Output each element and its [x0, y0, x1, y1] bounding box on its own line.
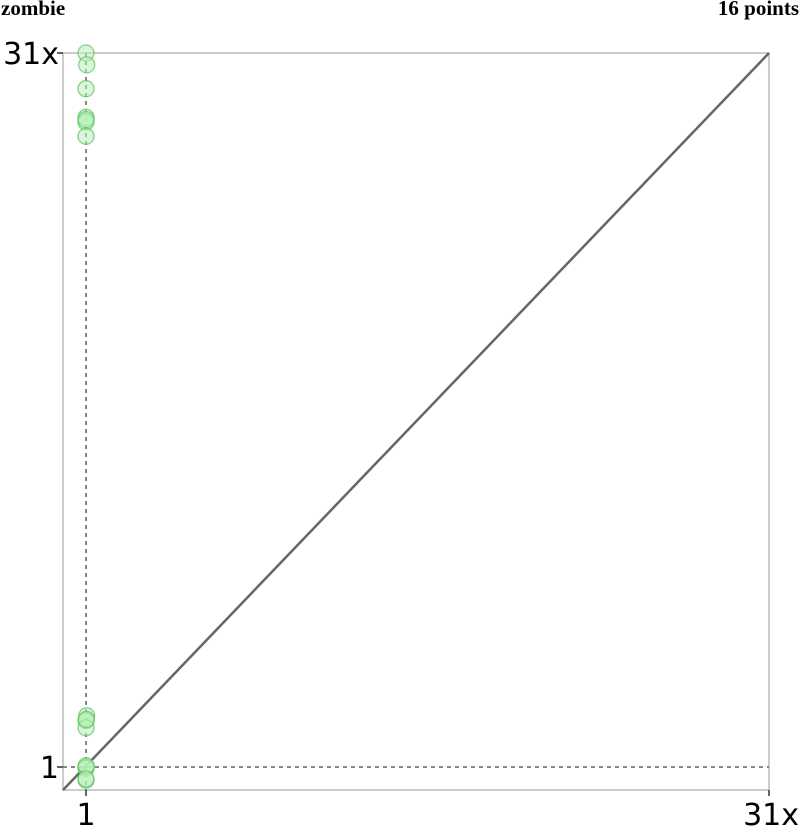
y-tick-label: 1	[40, 751, 59, 786]
points-layer	[77, 44, 96, 789]
data-point	[77, 710, 96, 729]
data-point	[77, 770, 95, 788]
data-point	[77, 127, 95, 145]
chart-title-right: 16 points	[718, 0, 799, 20]
x-tick-label: 31x	[743, 798, 799, 833]
x-tick-label: 1	[76, 798, 95, 833]
y-tick-label: 31x	[3, 37, 59, 72]
diagonal-line	[62, 52, 770, 791]
reference-lines	[63, 53, 769, 790]
axis-ticks: 1 31x 1 31x	[3, 37, 799, 833]
plot-frame	[62, 52, 770, 791]
data-point	[77, 80, 95, 98]
chart-title-left: zombie	[1, 0, 65, 20]
data-point	[77, 110, 95, 129]
data-point	[78, 56, 96, 74]
